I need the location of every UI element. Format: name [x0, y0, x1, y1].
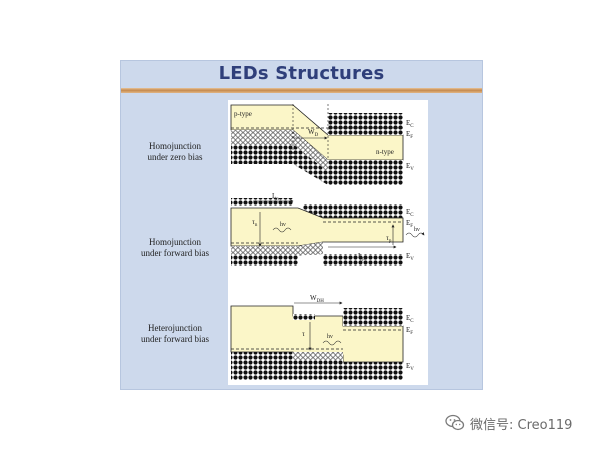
row-2-tau-n-label: τn — [252, 218, 258, 228]
row-2-cb-electrons-p — [231, 198, 293, 206]
row-2-vb-electrons-p — [231, 256, 298, 266]
row-1-ec-label: EC — [406, 119, 414, 129]
label-row-3: Heterojunction under forward bias — [121, 323, 229, 345]
row-3-ec-label: EC — [406, 314, 414, 324]
row-2-vb-holes — [231, 242, 323, 256]
row-1-n-label: n-type — [376, 148, 394, 156]
row-3-tau-label: τ — [302, 330, 305, 338]
slide-title: LEDs Structures — [218, 63, 385, 84]
row-2-hv-label: hν — [414, 227, 420, 233]
row-2-ec-label: EC — [406, 208, 414, 218]
row-3-photon — [322, 340, 342, 346]
label-row-1-line-2: under zero bias — [147, 152, 203, 162]
row-3-cb-electrons — [343, 308, 403, 326]
row-2-vb-electrons-n — [323, 254, 403, 266]
row-1-vb-holes-slope — [293, 130, 328, 172]
row-3-vb-electrons-n — [343, 362, 403, 380]
row-1-ev-label: EV — [406, 162, 414, 172]
row-1-cb-electrons — [328, 113, 403, 135]
label-row-3-line-1: Heterojunction — [148, 323, 202, 333]
row-2-ev-label: EV — [406, 252, 414, 262]
row-3-diagram: WDH τ hν EC EF EV — [230, 294, 414, 380]
label-row-2: Homojunction under forward bias — [121, 237, 229, 259]
label-row-1: Homojunction under zero bias — [121, 141, 229, 163]
band-diagram-panel: p-type n-type WD EC EF EV Ln τn τp Lp hν… — [228, 100, 428, 385]
row-1-vb-holes-p — [231, 130, 293, 144]
row-3-well-electrons — [293, 314, 315, 320]
row-3-vb-electrons-p — [231, 352, 293, 380]
label-row-2-line-1: Homojunction — [149, 237, 201, 247]
row-2-tau-p-label: τp — [386, 234, 392, 244]
row-2-diagram: Ln τn τp Lp hν hν EC EF EV — [230, 192, 425, 266]
label-row-1-line-1: Homojunction — [149, 141, 201, 151]
row-3-ev-label: EV — [406, 362, 414, 372]
row-2-ef-label: EF — [406, 219, 413, 229]
row-3-wdh-label: WDH — [310, 294, 324, 304]
row-3-well-holes — [293, 352, 343, 360]
title-rule — [121, 88, 482, 93]
row-3-hv-label: hν — [327, 334, 333, 340]
band-diagram-svg: p-type n-type WD EC EF EV Ln τn τp Lp hν… — [230, 104, 425, 380]
label-row-3-line-2: under forward bias — [141, 334, 209, 344]
row-2-photon-out — [405, 232, 425, 238]
row-3-vb-electrons-well — [293, 360, 343, 380]
label-row-2-line-2: under forward bias — [141, 248, 209, 258]
row-1-ef-label: EF — [406, 130, 413, 140]
row-1-vb-electrons-n — [328, 160, 403, 185]
wechat-icon — [445, 414, 465, 431]
row-1-diagram: p-type n-type WD EC EF EV — [230, 104, 414, 185]
row-3-ef-label: EF — [406, 326, 413, 336]
row-1-vb-electrons-slope — [293, 144, 328, 185]
row-1-wd-label: WD — [308, 128, 319, 138]
row-2-lp-label: Lp — [358, 252, 365, 262]
row-1-vb-electrons-p — [231, 144, 293, 164]
row-2-hv-inner-label: hν — [280, 222, 286, 228]
watermark: 微信号: Creo119 — [445, 412, 572, 434]
row-2-photon-1 — [272, 227, 292, 233]
row-1-p-label: p-type — [234, 110, 252, 118]
row-2-ln-label: Ln — [272, 192, 279, 202]
watermark-text: 微信号: Creo119 — [470, 417, 573, 433]
